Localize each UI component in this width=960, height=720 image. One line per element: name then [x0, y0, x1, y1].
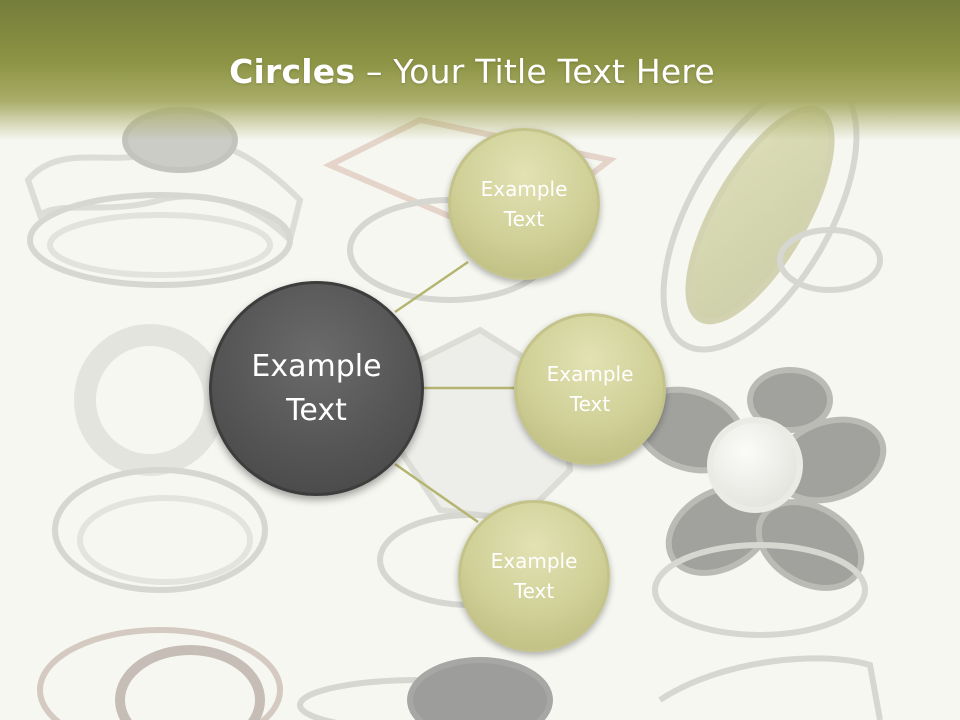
- slide-title: Circles – Your Title Text Here: [0, 52, 944, 91]
- node-circle-middle[interactable]: Example Text: [514, 313, 666, 465]
- node-circle-bottom[interactable]: Example Text: [458, 500, 610, 652]
- connector-line: [394, 462, 479, 524]
- node-circle-top[interactable]: Example Text: [448, 128, 600, 280]
- center-circle-label: Example Text: [251, 348, 382, 428]
- node-circle-label: Example Text: [490, 549, 578, 603]
- center-circle[interactable]: Example Text: [209, 281, 424, 496]
- node-circle-label: Example Text: [480, 177, 568, 231]
- title-bar: [0, 0, 960, 140]
- node-circle-label: Example Text: [546, 362, 634, 416]
- slide-title-bold: Circles: [229, 52, 356, 91]
- slide-title-rest: – Your Title Text Here: [355, 52, 715, 91]
- connector-line: [394, 260, 469, 314]
